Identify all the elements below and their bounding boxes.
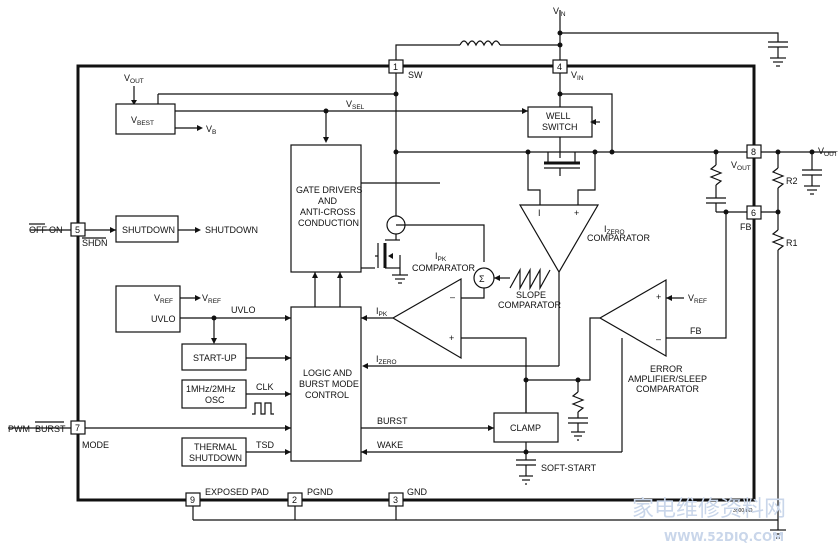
vout-pin-label: VOUT xyxy=(731,160,751,172)
err-plus: + xyxy=(656,292,661,302)
ipk-minus: – xyxy=(450,292,455,302)
well-switch-label-1: WELL xyxy=(546,111,571,121)
gate-drivers-block xyxy=(290,144,362,273)
err-minus: – xyxy=(656,334,661,344)
vout-in-label: VOUT xyxy=(124,73,144,85)
off-label: OFF xyxy=(29,225,47,235)
izero-comp-label-2: COMPARATOR xyxy=(587,233,651,243)
thermal-label-2: SHUTDOWN xyxy=(189,453,242,463)
r1-label: R1 xyxy=(786,238,798,248)
clamp-label: CLAMP xyxy=(510,423,541,433)
clk-label: CLK xyxy=(256,382,274,392)
pin-5-number: 5 xyxy=(75,225,80,235)
pin-7-number: 7 xyxy=(75,423,80,433)
ipk-comp-label-2: COMPARATOR xyxy=(412,263,476,273)
error-amplifier xyxy=(598,278,667,358)
logic-burst-block xyxy=(290,306,362,462)
logic-label-1: LOGIC AND xyxy=(303,368,353,378)
gnd-label: GND xyxy=(407,487,428,497)
uvlo-box-label: UVLO xyxy=(151,314,176,324)
vref-uvlo-block xyxy=(115,285,181,333)
startup-block xyxy=(181,343,247,371)
external-top xyxy=(395,10,788,67)
thermal-label-1: THERMAL xyxy=(194,442,237,452)
thermal-block xyxy=(181,437,247,467)
sw-label: SW xyxy=(408,70,423,80)
shutdown-block xyxy=(115,215,179,243)
err-label-1: ERROR xyxy=(650,364,683,374)
softstart-label: SOFT-START xyxy=(541,463,597,473)
gate-label-3: ANTI-CROSS xyxy=(300,207,356,217)
tsd-label: TSD xyxy=(256,440,275,450)
vref-box-label: VREF xyxy=(154,293,173,305)
err-label-2: AMPLIFIER/SLEEP xyxy=(628,374,707,384)
pin-2-number: 2 xyxy=(292,495,297,505)
well-switch-block xyxy=(527,106,593,138)
watermark-cn: 家电维修资料网 xyxy=(632,497,786,522)
vref-out-label: VREF xyxy=(202,293,221,305)
pin-4-number: 4 xyxy=(557,62,562,72)
pin-8-number: 8 xyxy=(751,147,756,157)
logic-label-2: BURST MODE xyxy=(299,379,359,389)
err-label-3: COMPARATOR xyxy=(636,384,700,394)
pin-6-number: 6 xyxy=(751,208,756,218)
shdn-label: SHDN xyxy=(82,238,108,248)
vin-top-label: VIN xyxy=(553,6,566,18)
ipk-plus: + xyxy=(449,333,454,343)
startup-label: START-UP xyxy=(193,353,237,363)
pgnd-label: PGND xyxy=(307,487,334,497)
r2-label: R2 xyxy=(786,176,798,186)
drawing-code: 3500 BD xyxy=(733,508,753,514)
vbest-label: VBEST xyxy=(131,115,154,127)
pin-3-number: 3 xyxy=(393,495,398,505)
ipk-comparator xyxy=(391,277,462,360)
exposed-pad-label: EXPOSED PAD xyxy=(205,487,269,497)
gate-label-2: AND xyxy=(318,196,338,206)
burst-wire-label: BURST xyxy=(377,416,408,426)
osc-label-2: OSC xyxy=(205,395,225,405)
watermark-url: WWW.52DIQ.COM xyxy=(664,530,784,544)
izero-comparator xyxy=(518,204,600,274)
on-label: ON xyxy=(49,225,63,235)
well-switch-label-2: SWITCH xyxy=(542,122,578,132)
fb-pin-label: FB xyxy=(740,222,752,232)
slope-label-2: COMPARATOR xyxy=(498,300,562,310)
ipk-wire-label: IPK xyxy=(376,306,388,318)
burst-pin-label: BURST xyxy=(35,424,66,434)
shutdown-out-label: SHUTDOWN xyxy=(205,225,258,235)
uvlo-wire-label: UVLO xyxy=(231,305,256,315)
sigma-label: Σ xyxy=(479,274,485,284)
gate-label-4: CONDUCTION xyxy=(298,218,359,228)
vsel-label: VSEL xyxy=(346,99,365,111)
ipk-comp-label-1: IPK xyxy=(435,251,447,263)
vb-label: VB xyxy=(206,124,216,136)
osc-label-1: 1MHz/2MHz xyxy=(186,384,236,394)
vin-pin-label: VIN xyxy=(571,70,584,82)
pin-9-number: 9 xyxy=(190,495,195,505)
fb-wire-label: FB xyxy=(690,326,702,336)
izero-comp-label-1: IZERO xyxy=(604,224,625,236)
ic-outline xyxy=(76,64,756,502)
vbest-block xyxy=(115,103,176,135)
izero-comp-input-plus: + xyxy=(574,208,579,218)
logic-label-3: CONTROL xyxy=(305,390,349,400)
wake-label: WAKE xyxy=(377,440,403,450)
shutdown-box-label: SHUTDOWN xyxy=(122,225,175,235)
gate-label-1: GATE DRIVERS xyxy=(296,185,362,195)
pwm-label: PWM xyxy=(8,424,30,434)
izero-wire-label: IZERO xyxy=(376,354,397,366)
izero-comp-input-minus: I xyxy=(538,208,541,218)
vref-err-label: VREF xyxy=(688,293,707,305)
mode-label: MODE xyxy=(82,440,109,450)
vout-right-label: VOUT xyxy=(818,146,838,158)
slope-label-1: SLOPE xyxy=(516,290,546,300)
pin-1-number: 1 xyxy=(393,62,398,72)
